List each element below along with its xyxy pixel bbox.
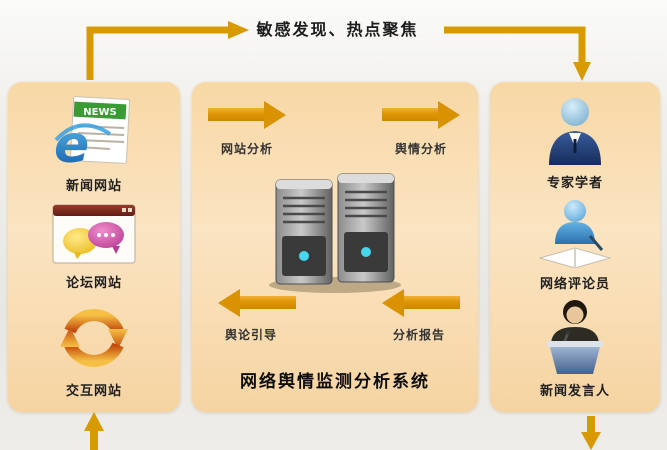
left-elbow-arrow [86, 21, 249, 80]
person-item-commentator: 网络评论员 [532, 198, 618, 292]
flow-label: 舆情分析 [394, 142, 447, 156]
forum-window-icon [52, 204, 136, 264]
person-item-spokesperson: 新闻发言人 [538, 299, 612, 399]
system-caption: 网络舆情监测分析系统 [240, 372, 430, 392]
server-tower-left [275, 179, 333, 285]
flow-arrow-opinion-guidance [240, 296, 296, 309]
source-item-forum: 论坛网站 [50, 201, 138, 291]
flow-arrow-analysis-report [404, 296, 460, 309]
news-browser-icon: NEWS e [54, 95, 131, 170]
server-tower-right [337, 173, 395, 283]
circular-arrows-icon [60, 308, 128, 367]
person-item-expert: 专家学者 [542, 95, 608, 191]
commentator-person-icon [538, 200, 612, 268]
source-label: 交互网站 [65, 383, 122, 399]
person-label: 专家学者 [546, 176, 603, 191]
sources-panel: NEWS e 新闻网站 [8, 82, 180, 412]
diagram-title: 敏感发现、热点聚焦 [256, 20, 419, 39]
news-banner-text: NEWS [83, 107, 116, 118]
people-panel: 专家学者 网络评论员 [490, 82, 660, 412]
right-elbow-arrow [444, 26, 591, 81]
source-label: 论坛网站 [65, 276, 122, 291]
bottom-right-down-arrow [581, 416, 601, 450]
flow-label: 分析报告 [392, 328, 445, 342]
person-label: 新闻发言人 [539, 384, 610, 399]
flow-arrow-website-analysis [208, 108, 264, 121]
person-label: 网络评论员 [539, 277, 610, 292]
flow-label: 舆论引导 [224, 328, 277, 342]
spokesperson-podium-icon [547, 300, 603, 374]
source-item-news: NEWS e 新闻网站 [52, 95, 136, 194]
source-label: 新闻网站 [65, 178, 122, 194]
flow-label: 网站分析 [220, 142, 273, 156]
expert-person-icon [549, 98, 601, 165]
source-item-interactive: 交互网站 [54, 299, 134, 399]
bottom-left-up-arrow [84, 412, 104, 450]
system-panel: 网站分析 舆情分析 [192, 82, 478, 412]
server-towers-icon [262, 166, 408, 294]
flow-arrow-opinion-analysis [382, 108, 438, 121]
